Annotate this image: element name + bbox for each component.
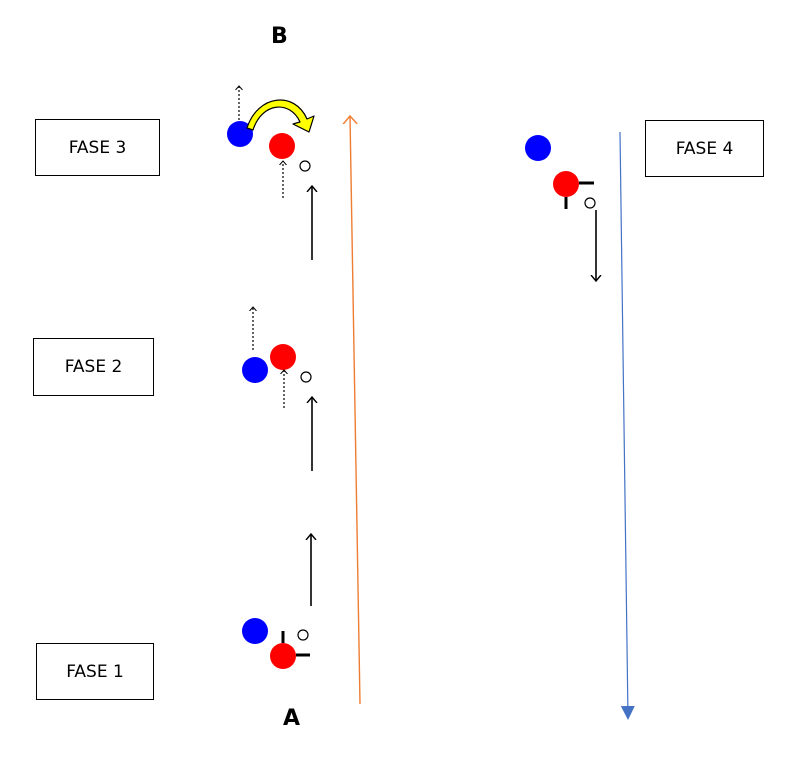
phase-4-box: FASE 4 (645, 120, 764, 177)
ball-f1 (297, 629, 309, 641)
ball-f4 (584, 197, 596, 209)
player-red-f4 (553, 171, 579, 197)
player-red-f2 (270, 344, 296, 370)
player-red-f1 (270, 643, 296, 669)
player-blue-f2 (242, 357, 268, 383)
swap-curved-arrow (246, 99, 315, 133)
point-b-label: B (271, 24, 288, 49)
ball-f2 (300, 371, 312, 383)
player-blue-f3 (227, 121, 253, 147)
ball-f3 (299, 160, 311, 172)
player-red-f3 (269, 133, 295, 159)
phase-2-box: FASE 2 (33, 338, 154, 396)
point-a-label: A (283, 706, 301, 731)
player-blue-f4 (525, 135, 551, 161)
return-path-line (619, 131, 635, 720)
forward-path-line (350, 116, 361, 705)
phase-3-box: FASE 3 (35, 119, 160, 176)
phase-1-box: FASE 1 (36, 643, 154, 700)
player-blue-f1 (242, 618, 268, 644)
